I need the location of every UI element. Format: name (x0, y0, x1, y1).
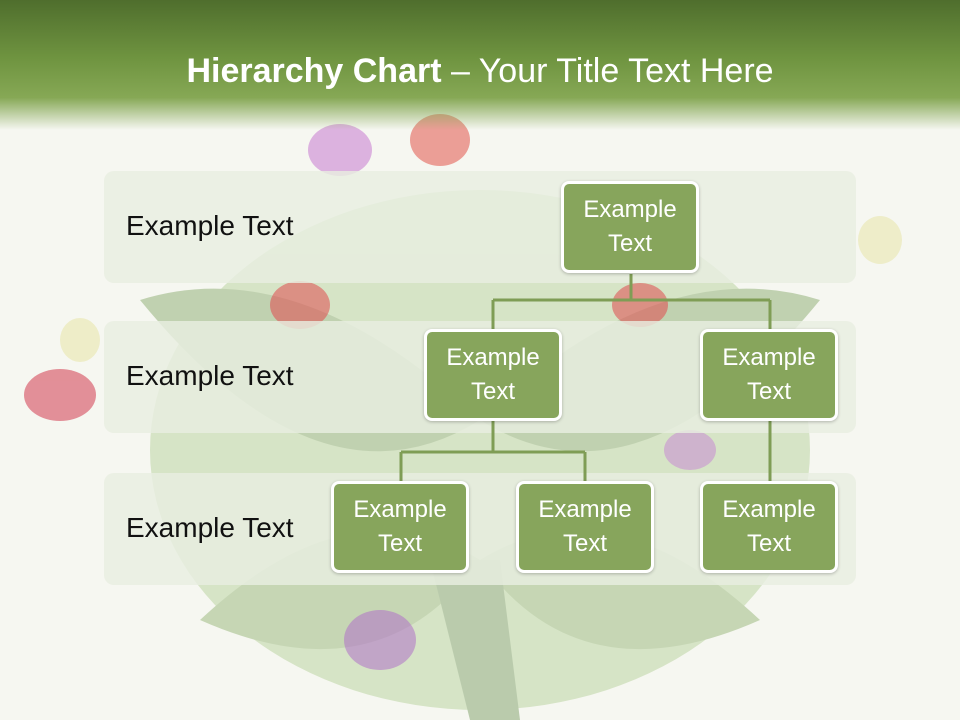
node-level3-c[interactable]: Example Text (700, 481, 838, 573)
node-level2-right-label: Example Text (722, 344, 816, 405)
node-level3-c-label: Example Text (722, 496, 816, 557)
title-rest: – Your Title Text Here (441, 52, 774, 90)
node-root-label: Example Text (583, 196, 677, 257)
page-title: Hierarchy Chart – Your Title Text Here (0, 52, 960, 91)
node-level2-right[interactable]: Example Text (700, 329, 838, 421)
node-root[interactable]: Example Text (561, 181, 699, 273)
node-level3-a-label: Example Text (353, 496, 447, 557)
title-bar (0, 0, 960, 130)
level-band-1 (104, 171, 856, 283)
node-level2-left[interactable]: Example Text (424, 329, 562, 421)
title-bold: Hierarchy Chart (186, 52, 442, 90)
node-level3-a[interactable]: Example Text (331, 481, 469, 573)
node-level3-b-label: Example Text (538, 496, 632, 557)
node-level3-b[interactable]: Example Text (516, 481, 654, 573)
level-label-2: Example Text (126, 360, 294, 391)
level-label-1: Example Text (126, 210, 294, 241)
node-level2-left-label: Example Text (446, 344, 540, 405)
level-label-3: Example Text (126, 512, 294, 543)
